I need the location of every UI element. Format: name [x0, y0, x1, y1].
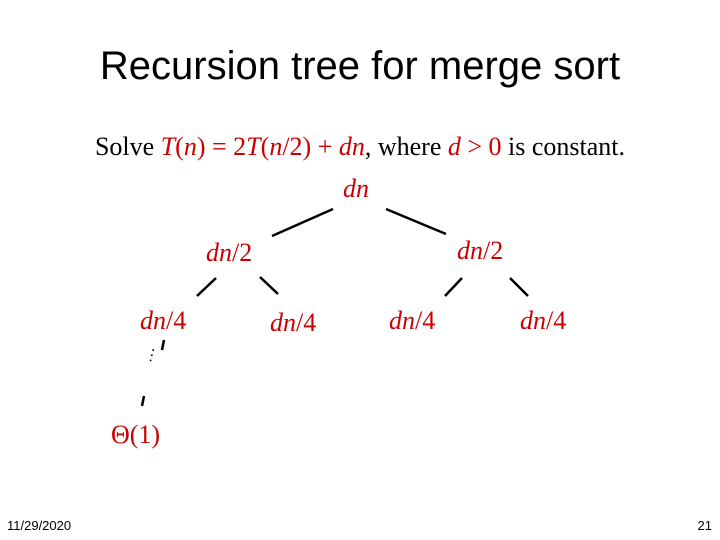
statement-lp2: (	[260, 132, 270, 161]
edge-l1b-left	[444, 277, 463, 297]
leaf-dash-bottom	[140, 395, 146, 407]
slide-title: Recursion tree for merge sort	[99, 44, 621, 88]
edge-root-left	[271, 207, 334, 238]
tree-node-level2-1: dn/4	[140, 306, 187, 335]
edge-l1a-right	[259, 276, 279, 295]
edge-l1a-left	[196, 277, 217, 297]
statement-mid: , where	[364, 132, 448, 161]
leaf-dash-top	[160, 339, 166, 351]
statement-T2: T	[246, 132, 261, 161]
tree-node-root: dn	[343, 174, 369, 203]
statement-n2: n	[269, 132, 283, 161]
recurrence-statement: Solve T(n) = 2T(n/2) + dn, where d > 0 i…	[0, 132, 720, 162]
tree-node-level2-4: dn/4	[520, 306, 567, 335]
statement-rp1: )	[196, 132, 206, 161]
edge-root-right	[385, 207, 447, 236]
tree-leaf-theta: Θ(1)	[111, 420, 161, 449]
footer-date: 11/29/2020	[7, 518, 72, 533]
statement-n1: n	[183, 132, 197, 161]
statement-eq: = 2	[205, 132, 247, 161]
tree-node-level2-3: dn/4	[389, 306, 436, 335]
edge-l1b-right	[509, 277, 529, 297]
statement-T1: T	[160, 132, 176, 161]
tree-node-level2-2: dn/4	[270, 308, 317, 337]
statement-gt: > 0	[460, 132, 502, 161]
tree-node-level1-left: dn/2	[206, 238, 253, 267]
statement-dn: dn	[338, 132, 365, 161]
statement-d: d	[447, 132, 461, 161]
statement-div: /2) +	[282, 132, 339, 161]
statement-prefix: Solve	[94, 132, 161, 161]
tree-node-level1-right: dn/2	[457, 236, 504, 265]
footer-page-number: 21	[697, 518, 712, 533]
statement-lp1: (	[175, 132, 184, 161]
statement-suffix: is constant.	[501, 132, 626, 161]
